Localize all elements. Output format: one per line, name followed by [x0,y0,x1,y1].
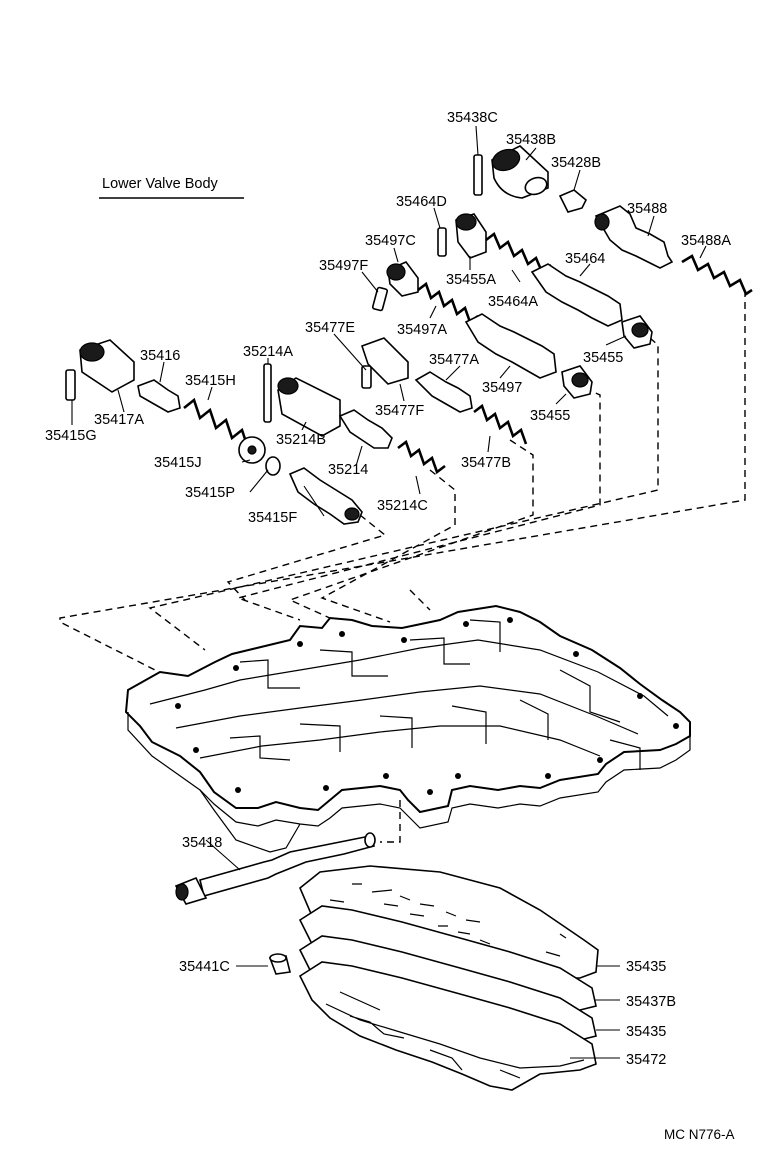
leader-lines [71,125,707,1059]
label-35464A: 35464A [488,294,538,310]
pin-35464D [437,227,447,257]
label-35415G: 35415G [45,428,97,444]
label-35418: 35418 [182,835,222,851]
spring-35497A [417,281,479,325]
label-35497C: 35497C [365,233,416,249]
label-35488A: 35488A [681,233,731,249]
label-35438B: 35438B [506,132,556,148]
label-35416: 35416 [140,348,180,364]
label-35497: 35497 [482,380,522,396]
valve-35214 [338,409,393,449]
label-35415H: 35415H [185,373,236,389]
label-35417A: 35417A [94,412,144,428]
label-35415P: 35415P [185,485,235,501]
valve-parts [65,145,753,525]
label-35415J: 35415J [154,455,202,471]
label-35428B: 35428B [551,155,601,171]
part-labels: 35438C 35438B 35428B 35464D 35488 35497C… [45,110,731,1068]
label-35477B: 35477B [461,455,511,471]
plug-35417A [79,339,135,393]
label-35435-lower: 35435 [626,1024,666,1040]
label-35455-upper: 35455 [583,350,623,366]
label-35438C: 35438C [447,110,498,126]
plug-35455-upper [621,315,653,349]
label-35477F: 35477F [375,403,424,419]
pin-35497F [371,286,389,312]
spring-35488A [681,254,753,296]
sleeve-35214B [277,377,341,437]
spring-35214C [397,439,446,475]
plug-35441C [268,953,291,975]
label-35497A: 35497A [397,322,447,338]
label-35415F: 35415F [248,510,297,526]
lower-valve-body-casting [124,604,691,853]
pin-35477E [361,365,372,389]
label-35441C: 35441C [179,959,230,975]
pin-35214A [263,363,272,423]
label-35477E: 35477E [305,320,355,336]
label-35464D: 35464D [396,194,447,210]
pin-35438C [473,154,483,196]
valve-35477A [414,371,473,413]
plug-35497C [386,261,419,297]
valve-35488 [594,205,674,269]
tube-35418 [174,832,376,905]
label-35488: 35488 [627,201,667,217]
label-35455-lower: 35455 [530,408,570,424]
sleeve-35477F [360,337,409,385]
label-35497F: 35497F [319,258,368,274]
label-35464: 35464 [565,251,605,267]
snapring-35415P [265,456,281,476]
assembly-dashed-lines [59,290,746,843]
label-35477A: 35477A [429,352,479,368]
valve-35464 [530,263,623,327]
valve-35497 [464,313,557,379]
spring-35477B [473,403,528,445]
drawing-code: MC N776-A [664,1127,735,1142]
label-35472: 35472 [626,1052,666,1068]
label-35437B: 35437B [626,994,676,1010]
label-35435-upper: 35435 [626,959,666,975]
sleeve-35438B [491,145,549,199]
label-35214C: 35214C [377,498,428,514]
washer-35415J [238,436,266,464]
diagram-title: Lower Valve Body [102,176,219,192]
label-35455A: 35455A [446,272,496,288]
label-35214: 35214 [328,462,368,478]
plug-35455-lower [561,365,593,399]
plug-35455A [455,213,487,259]
pin-35415G [65,369,76,401]
valve-35415F [288,467,363,525]
separator-plates [298,865,599,1091]
label-35214B: 35214B [276,432,326,448]
label-35214A: 35214A [243,344,293,360]
plunger-35428B [558,189,587,213]
plunger-35416 [137,379,181,413]
